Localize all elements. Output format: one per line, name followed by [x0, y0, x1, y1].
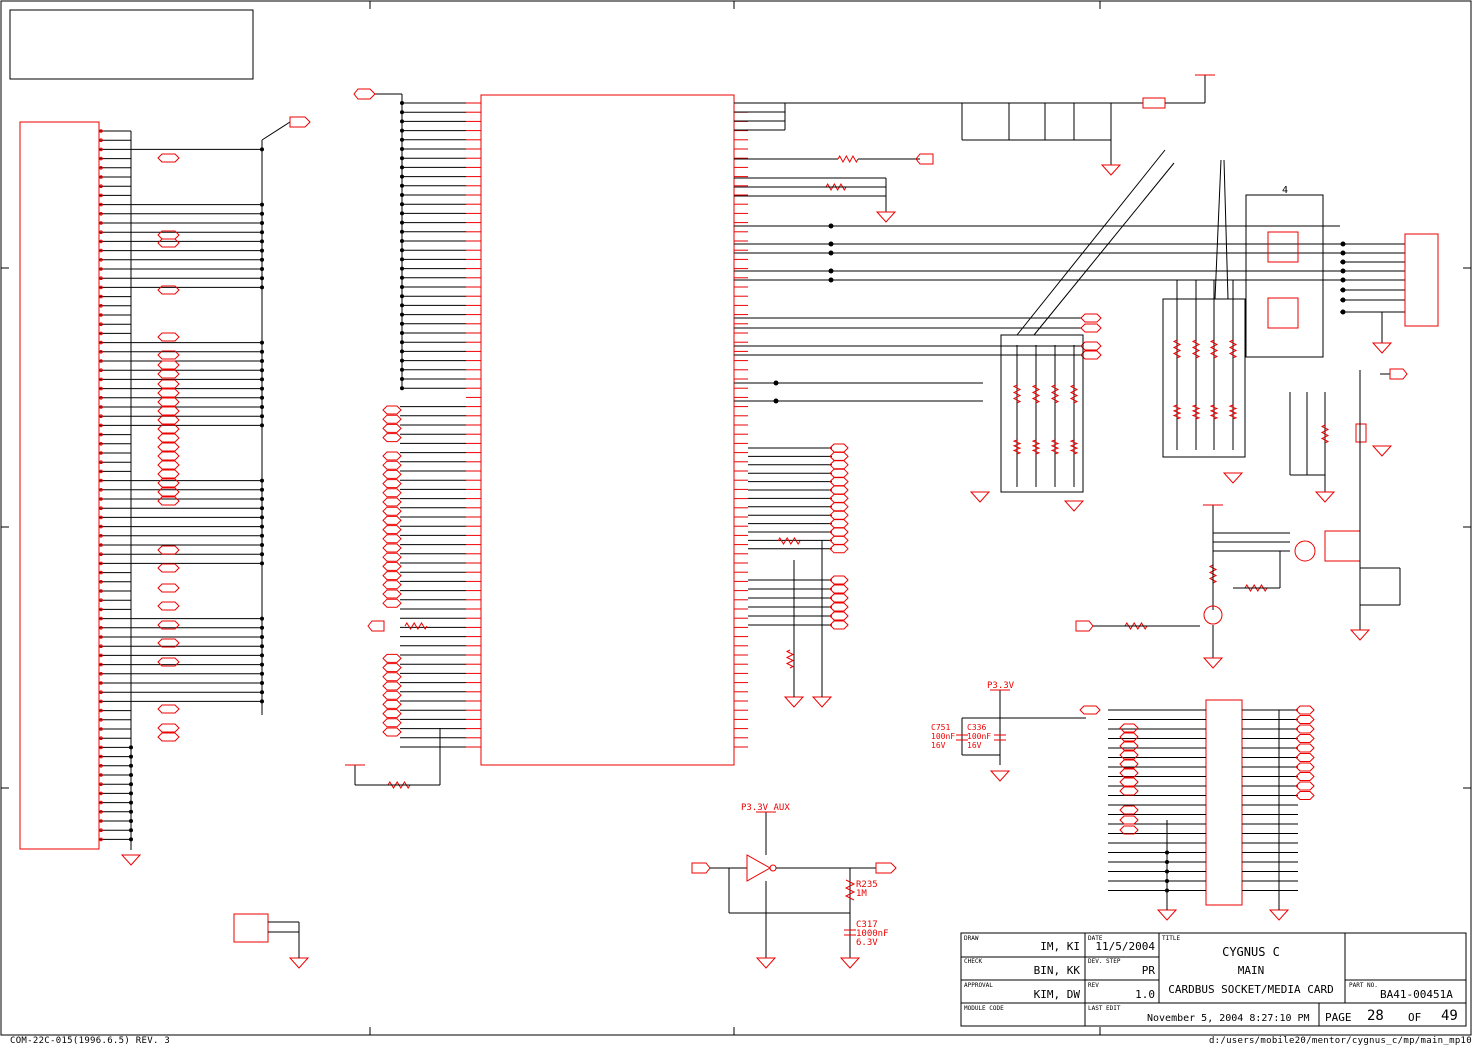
approval-value: KIM, DW [1034, 988, 1081, 1001]
cardbus-socket-connector [19, 121, 100, 850]
dev-step-label: DEV. STEP [1088, 958, 1121, 965]
of-label: OF [1408, 1011, 1421, 1024]
misc-wires [268, 540, 1280, 958]
part-no-value: BA41-00451A [1380, 988, 1453, 1001]
media-card-pins [1079, 705, 1315, 893]
title-block-grid [960, 932, 1467, 1027]
c336-ref: C336 [967, 723, 986, 732]
network-resistors [1012, 280, 1367, 630]
page-label: PAGE [1325, 1011, 1352, 1024]
form-code: COM-22C-015(1996.6.5) REV. 3 [10, 1036, 171, 1046]
transformer-block [1245, 194, 1324, 358]
c751-ref: C751 [931, 723, 950, 732]
r235-ref: R235 [856, 880, 878, 890]
revision-box [9, 9, 254, 80]
date-label: DATE [1088, 935, 1103, 942]
media-card-connector [1205, 699, 1243, 906]
net-p33v: P3.3V [987, 681, 1015, 691]
c336-value: 100nF [967, 732, 991, 741]
rev-value: 1.0 [1135, 988, 1155, 1001]
module-code-label: MODULE CODE [964, 1005, 1004, 1012]
led-driver [1075, 368, 1408, 669]
c336-voltage: 16V [967, 741, 982, 750]
net-p33v-aux: P3.3V_AUX [741, 803, 790, 813]
check-label: CHECK [964, 958, 982, 965]
cardbus-controller-ic [480, 94, 735, 766]
title-line2: MAIN [1238, 964, 1265, 977]
check-value: BIN, KK [1034, 964, 1081, 977]
c751-value: 100nF [931, 732, 955, 741]
p33v-decoupling [956, 689, 1086, 782]
page-value: 28 [1367, 1008, 1384, 1024]
title-line3: CARDBUS SOCKET/MEDIA CARD [1168, 983, 1334, 996]
c751-voltage: 16V [931, 741, 946, 750]
of-value: 49 [1441, 1008, 1458, 1024]
c317-ref: C317 [856, 920, 878, 930]
title-label: TITLE [1162, 935, 1180, 942]
last-edit-label: LAST EDIT [1088, 1005, 1121, 1012]
ic-left-pins [400, 101, 481, 748]
approval-label: APPROVAL [964, 982, 993, 989]
title-line1: CYGNUS C [1222, 945, 1280, 959]
decoupling-caps-top [734, 74, 1215, 223]
file-path: d:/users/mobile20/mentor/cygnus_c/mp/mai… [1208, 1036, 1472, 1046]
bus-to-magnetics [734, 149, 1405, 404]
termination-network-2 [1162, 298, 1246, 458]
draw-label: DRAW [964, 935, 979, 942]
connector-pins [99, 129, 264, 842]
ic-right-pins [734, 102, 859, 748]
rj-connector [1404, 233, 1439, 327]
draw-value: IM, KI [1040, 940, 1080, 953]
r235-value: 1M [856, 889, 867, 899]
ground-symbols [120, 342, 1393, 969]
transformer-windings [1267, 231, 1299, 329]
dev-step-value: PR [1142, 964, 1156, 977]
offpage-flag [353, 88, 376, 100]
signal-flags-ic-left [367, 405, 428, 789]
last-edit-value: November 5, 2004 8:27:10 PM [1147, 1013, 1310, 1024]
date-value: 11/5/2004 [1095, 940, 1155, 953]
offpage-flag [289, 116, 311, 128]
signal-flags-left [157, 153, 180, 742]
mux-bus-line [261, 121, 291, 715]
schmitt-buffer-circuit [691, 811, 897, 969]
termination-network-1 [1000, 334, 1084, 493]
c317-voltage: 6.3V [856, 938, 878, 948]
transformer-label: 4 [1282, 185, 1288, 196]
rev-label: REV [1088, 982, 1099, 989]
c317-value: 1000nF [856, 929, 889, 939]
part-no-label: PART NO. [1349, 982, 1378, 989]
